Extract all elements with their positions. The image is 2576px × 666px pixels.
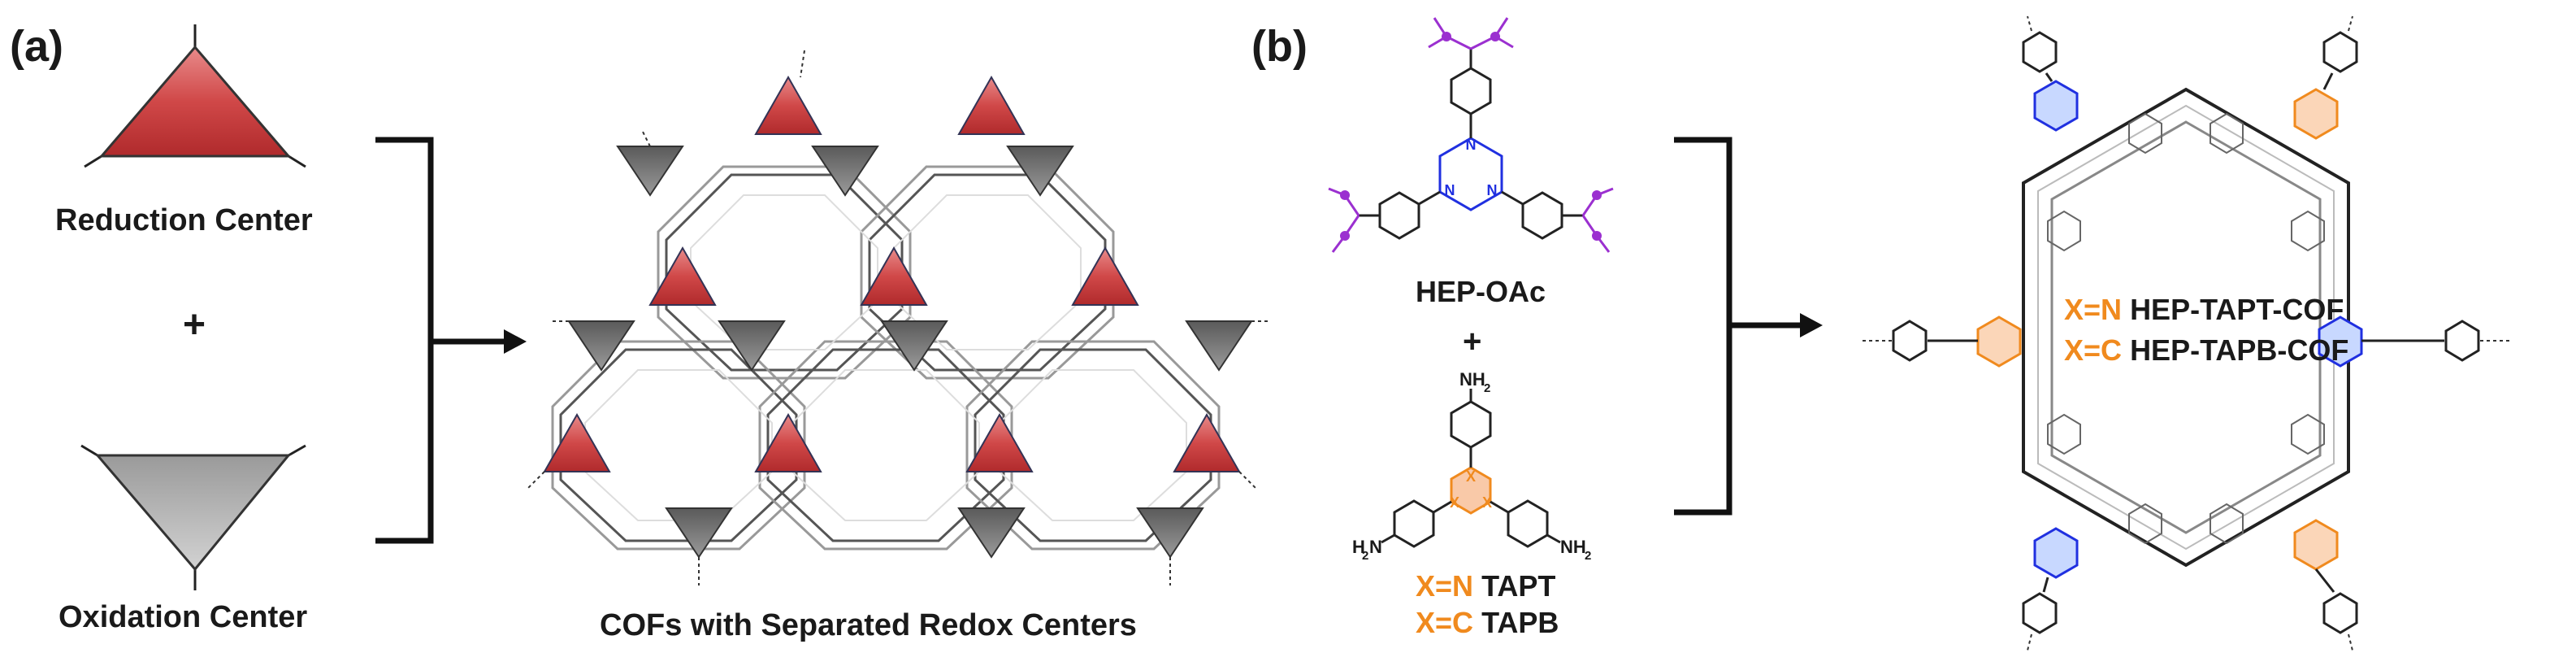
- plus-sign-b: +: [1463, 324, 1482, 359]
- panel-a-label: (a): [10, 22, 63, 71]
- tapt-label-line: X=N TAPT: [1416, 569, 1555, 603]
- bracket-arrow-b: [1674, 137, 1823, 516]
- svg-text:X: X: [1466, 468, 1476, 485]
- cof-tapt-x-value: X=N: [2064, 293, 2123, 326]
- cof-caption: COFs with Separated Redox Centers: [600, 608, 1137, 642]
- cof-lattice-schematic: [527, 50, 1268, 585]
- reduction-center-label: Reduction Center: [55, 203, 313, 237]
- tapb-x-value: X=C: [1416, 606, 1474, 639]
- cof-label-tapb: X=C HEP-TAPB-COF: [2064, 333, 2348, 368]
- svg-text:N: N: [1487, 182, 1498, 198]
- cof-tapb-x-value: X=C: [2064, 333, 2123, 367]
- amine-labels: NH 2 H 2 N NH 2: [1352, 369, 1591, 563]
- cof-tapt-name: HEP-TAPT-COF: [2130, 293, 2344, 326]
- svg-text:X: X: [1450, 494, 1459, 511]
- svg-text:NH: NH: [1560, 537, 1586, 557]
- tapt-name: TAPT: [1481, 569, 1556, 603]
- hep-oac-label: HEP-OAc: [1416, 275, 1546, 308]
- triazine-n-labels-monomer: N N N: [1445, 137, 1498, 198]
- tapt-tapb-structure: [1381, 389, 1561, 548]
- svg-text:H: H: [1352, 537, 1365, 557]
- tapt-x-value: X=N: [1416, 569, 1474, 603]
- svg-text:N: N: [1369, 537, 1382, 557]
- tapb-label-line: X=C TAPB: [1416, 606, 1559, 640]
- bracket-arrow-a: [375, 137, 527, 544]
- cof-framework-structure: [1861, 15, 2511, 651]
- svg-text:N: N: [1445, 182, 1455, 198]
- panel-b-label: (b): [1251, 22, 1308, 71]
- cof-label-tapt: X=N HEP-TAPT-COF: [2064, 293, 2344, 327]
- svg-text:2: 2: [1484, 381, 1490, 395]
- cof-tapb-name: HEP-TAPB-COF: [2130, 333, 2349, 367]
- svg-text:X: X: [1482, 494, 1492, 511]
- variable-x-labels-monomer: X X X: [1450, 468, 1492, 511]
- oxidation-center-triangle: [80, 444, 306, 590]
- svg-text:NH: NH: [1459, 369, 1485, 390]
- svg-text:2: 2: [1362, 549, 1368, 563]
- svg-text:2: 2: [1585, 549, 1591, 563]
- oxidation-center-label: Oxidation Center: [59, 600, 308, 634]
- reduction-center-triangle: [84, 24, 306, 168]
- hep-oac-structure: [1328, 17, 1614, 253]
- plus-sign-a: +: [183, 303, 206, 346]
- svg-text:N: N: [1466, 137, 1477, 153]
- tapb-name: TAPB: [1481, 606, 1559, 639]
